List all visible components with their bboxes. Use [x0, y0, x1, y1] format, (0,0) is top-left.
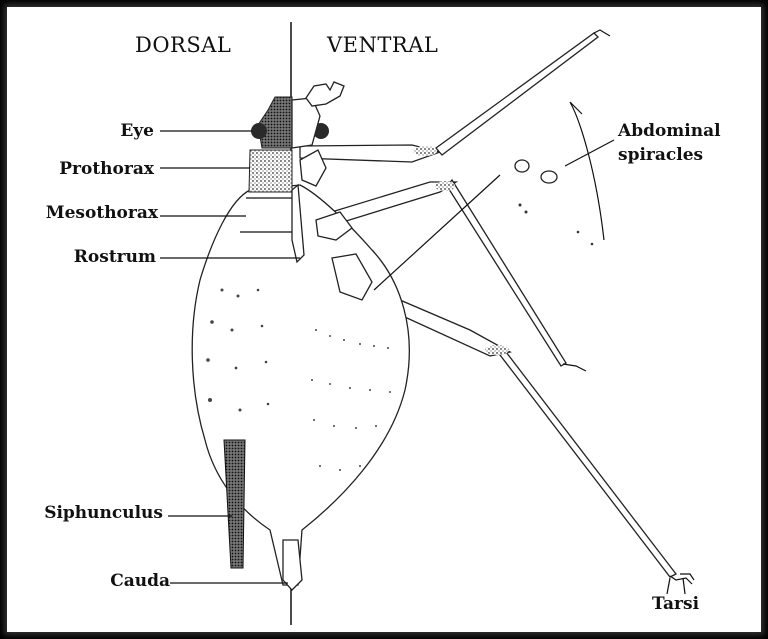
foreleg-tarsus	[593, 29, 611, 37]
head-dorsal	[257, 96, 293, 149]
mesothorax-segment	[240, 197, 292, 233]
foreleg-tibia	[435, 32, 599, 156]
label-cauda: Cauda	[110, 571, 170, 591]
label-abdominal-spiracles-line1: Abdominal	[617, 121, 721, 141]
coxa-front	[299, 149, 327, 187]
prothorax-segment	[248, 149, 293, 193]
hindleg-tarsus	[669, 573, 695, 585]
hindleg-joint-stipple	[485, 345, 509, 355]
antenna-base	[305, 81, 345, 107]
foreleg-femur	[299, 144, 443, 163]
siphunculus-shape	[223, 439, 246, 569]
spiracle-detail	[514, 101, 605, 246]
label-tarsi: Tarsi	[652, 594, 700, 614]
label-rostrum: Rostrum	[74, 247, 156, 267]
legs	[299, 29, 695, 585]
label-mesothorax: Mesothorax	[46, 203, 159, 223]
foreleg-joint-stipple	[413, 146, 437, 156]
rostrum-shape	[291, 183, 305, 264]
hindleg-tibia	[499, 351, 677, 578]
heading-dorsal: DORSAL	[135, 33, 231, 57]
heading-ventral: VENTRAL	[326, 33, 438, 57]
midleg-tarsus	[562, 363, 587, 372]
spiracle-2	[540, 170, 558, 184]
label-eye: Eye	[120, 121, 154, 141]
leader-lines	[160, 130, 686, 595]
label-siphunculus: Siphunculus	[44, 503, 163, 523]
label-prothorax: Prothorax	[59, 159, 155, 179]
eye-dorsal	[251, 123, 267, 139]
spiracle-skin-edge	[569, 101, 605, 241]
midleg-joint-stipple	[435, 181, 455, 191]
coxa-hind	[331, 253, 373, 301]
abdomen-marks	[206, 288, 391, 471]
cauda-shape	[282, 539, 303, 591]
coxa-mid	[315, 211, 353, 241]
label-abdominal-spiracles-line2: spiracles	[618, 145, 703, 165]
spiracle-1	[514, 159, 530, 173]
aphid-body	[191, 81, 410, 591]
